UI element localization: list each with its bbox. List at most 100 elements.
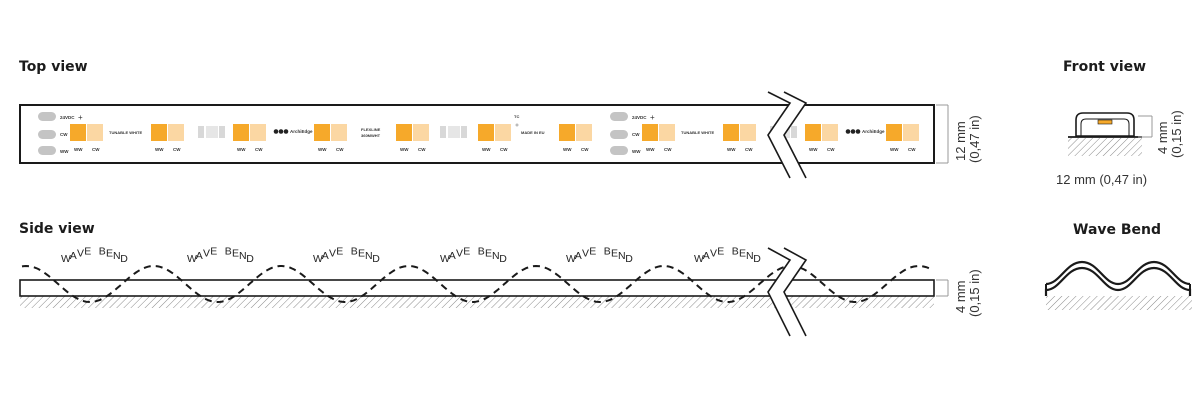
side-height-label-mm: 4 mm xyxy=(953,280,968,314)
pad-ww-label: WW xyxy=(632,149,641,154)
pad-cw-label: CW xyxy=(632,132,640,137)
brand-label: ArchiEdge xyxy=(290,129,313,134)
led-cw-label: CW xyxy=(745,147,753,152)
led-cw-label: CW xyxy=(581,147,589,152)
led-cool-chip xyxy=(168,124,184,141)
top-width-label-mm: 12 mm xyxy=(953,121,968,161)
led-warm-chip xyxy=(805,124,821,141)
led-cool-chip xyxy=(87,124,103,141)
wave-bend-icon xyxy=(1044,260,1192,310)
led-warm-chip xyxy=(723,124,739,141)
brand-dot xyxy=(278,129,284,134)
side-view-heading: Side view xyxy=(19,221,95,237)
front-height-label-mm: 4 mm xyxy=(1155,121,1170,155)
solder-pad xyxy=(610,130,628,139)
wave-bend-label-1: WAVE BEND xyxy=(61,245,128,265)
led-ww-label: WW xyxy=(74,147,83,152)
led-warm-chip xyxy=(314,124,330,141)
led-cw-label: CW xyxy=(255,147,263,152)
resistor-part xyxy=(219,126,225,138)
led-cw-label: CW xyxy=(418,147,426,152)
voltage-label: 24VDC xyxy=(60,115,75,120)
solder-pad xyxy=(610,112,628,121)
led-ww-label: WW xyxy=(237,147,246,152)
resistor-part xyxy=(206,126,218,138)
led-ww-label: WW xyxy=(727,147,736,152)
led-warm-chip xyxy=(478,124,494,141)
led-ww-label: WW xyxy=(809,147,818,152)
top-view-heading: Top view xyxy=(19,59,88,75)
plus-symbol: + xyxy=(650,113,655,122)
made-in-eu-label: MADE IN EU xyxy=(521,130,545,135)
resistor-part xyxy=(791,126,797,138)
brand-dot xyxy=(273,129,279,134)
led-ww-label: WW xyxy=(482,147,491,152)
flexline-label: FLEXLINE xyxy=(361,127,381,132)
side-height-label-in: (0,15 in) xyxy=(967,269,982,317)
led-ww-label: WW xyxy=(563,147,572,152)
top-width-label-in: (0,47 in) xyxy=(967,115,982,163)
led-warm-chip xyxy=(642,124,658,141)
top-width-dimension xyxy=(936,104,949,164)
wave-bend-label-5: WAVE BEND xyxy=(566,245,633,265)
side-view-strip: WAVE BEND WAVE BEND WAVE BEND WAVE BEND WAVE… xyxy=(19,245,935,337)
wave-bend-heading: Wave Bend xyxy=(1073,222,1162,238)
led-warm-chip xyxy=(886,124,902,141)
led-cw-label: CW xyxy=(664,147,672,152)
tunable-white-label: TUNABLE WHITE xyxy=(109,130,142,135)
connector-pads-1: 24VDC+ CW WW xyxy=(38,112,83,155)
led-cw-label: CW xyxy=(336,147,344,152)
led-cw-label: CW xyxy=(908,147,916,152)
led-pair-9: WW CW xyxy=(723,124,756,152)
wave-bend-label-2: WAVE BEND xyxy=(187,245,254,265)
led-warm-chip xyxy=(396,124,412,141)
led-pair-2: WW CW xyxy=(151,124,184,152)
brand-logo-1: ArchiEdge xyxy=(273,129,313,134)
brand-label: ArchiEdge xyxy=(862,129,885,134)
led-pair-10: WW CW xyxy=(805,124,838,152)
led-cool-chip xyxy=(413,124,429,141)
led-ww-label: WW xyxy=(400,147,409,152)
wave-bend-label-3: WAVE BEND xyxy=(313,245,380,265)
solder-pad xyxy=(38,130,56,139)
led-pair-3: WW CW xyxy=(233,124,266,152)
led-cool-chip xyxy=(495,124,511,141)
led-cw-label: CW xyxy=(173,147,181,152)
led-cw-label: CW xyxy=(92,147,100,152)
front-view-profile xyxy=(1068,112,1153,156)
tc-label: TC xyxy=(514,114,519,119)
led-warm-chip xyxy=(233,124,249,141)
side-height-dimension xyxy=(936,279,949,297)
led-cw-label: CW xyxy=(827,147,835,152)
resistor-part xyxy=(198,126,204,138)
wave-bend-label-6: WAVE BEND xyxy=(694,245,761,265)
led-cool-chip xyxy=(740,124,756,141)
plus-symbol: + xyxy=(78,113,83,122)
led-cool-chip xyxy=(659,124,675,141)
tc-dot xyxy=(515,123,519,127)
led-warm-chip xyxy=(559,124,575,141)
led-pair-5: WW CW xyxy=(396,124,429,152)
led-cool-chip xyxy=(331,124,347,141)
wave-bend-label-4: WAVE BEND xyxy=(440,245,507,265)
brand-dot xyxy=(283,129,289,134)
solder-pad xyxy=(38,112,56,121)
front-height-label-in: (0,15 in) xyxy=(1169,110,1184,158)
pad-cw-label: CW xyxy=(60,132,68,137)
tunable-white-label-2: TUNABLE WHITE xyxy=(681,130,714,135)
resistor-1 xyxy=(198,126,225,138)
led-ww-label: WW xyxy=(155,147,164,152)
brand-dot xyxy=(855,129,861,134)
resistor-part xyxy=(448,126,460,138)
wave-bend-dashed-line xyxy=(21,264,931,304)
resistor-2 xyxy=(440,126,467,138)
solder-pad xyxy=(38,146,56,155)
led-pair-1: WW CW xyxy=(70,124,103,152)
